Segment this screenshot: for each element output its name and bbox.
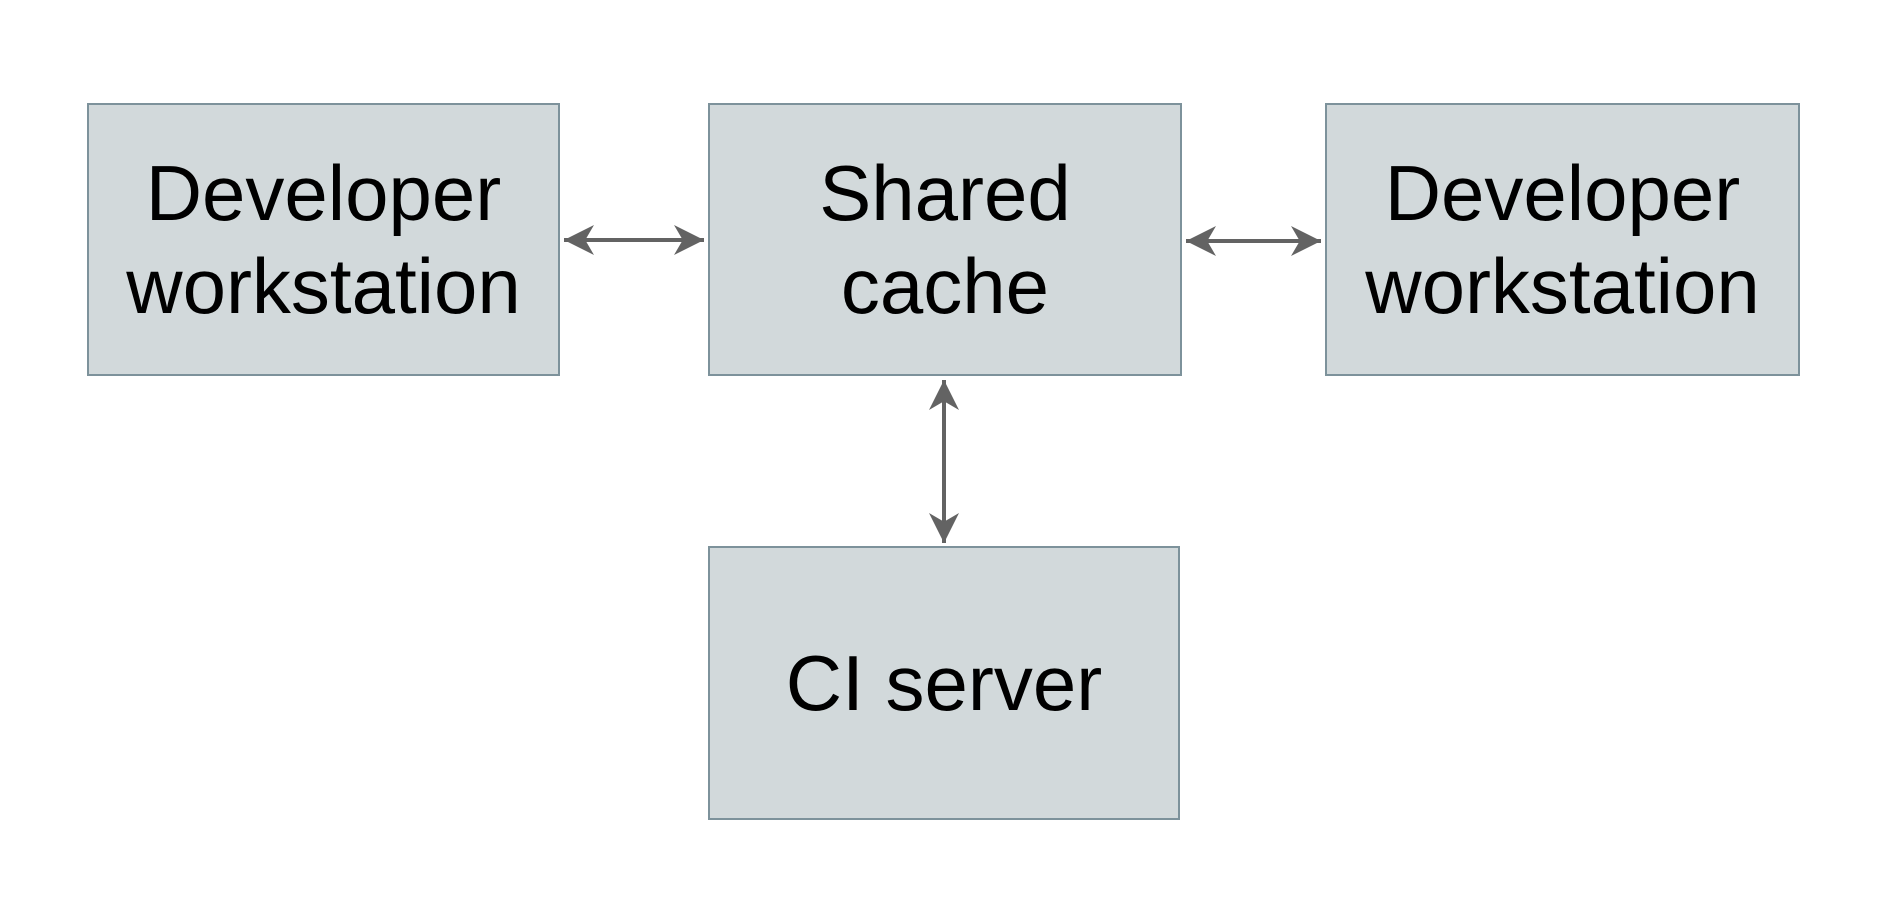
node-developer-workstation-left: Developer workstation	[87, 103, 560, 376]
node-label-developer-workstation-right: Developer workstation	[1365, 149, 1760, 330]
node-label-shared-cache: Shared cache	[819, 149, 1071, 330]
node-shared-cache: Shared cache	[708, 103, 1182, 376]
node-developer-workstation-right: Developer workstation	[1325, 103, 1800, 376]
node-label-ci-server: CI server	[785, 638, 1103, 727]
node-label-developer-workstation-left: Developer workstation	[126, 149, 521, 330]
node-ci-server: CI server	[708, 546, 1180, 820]
